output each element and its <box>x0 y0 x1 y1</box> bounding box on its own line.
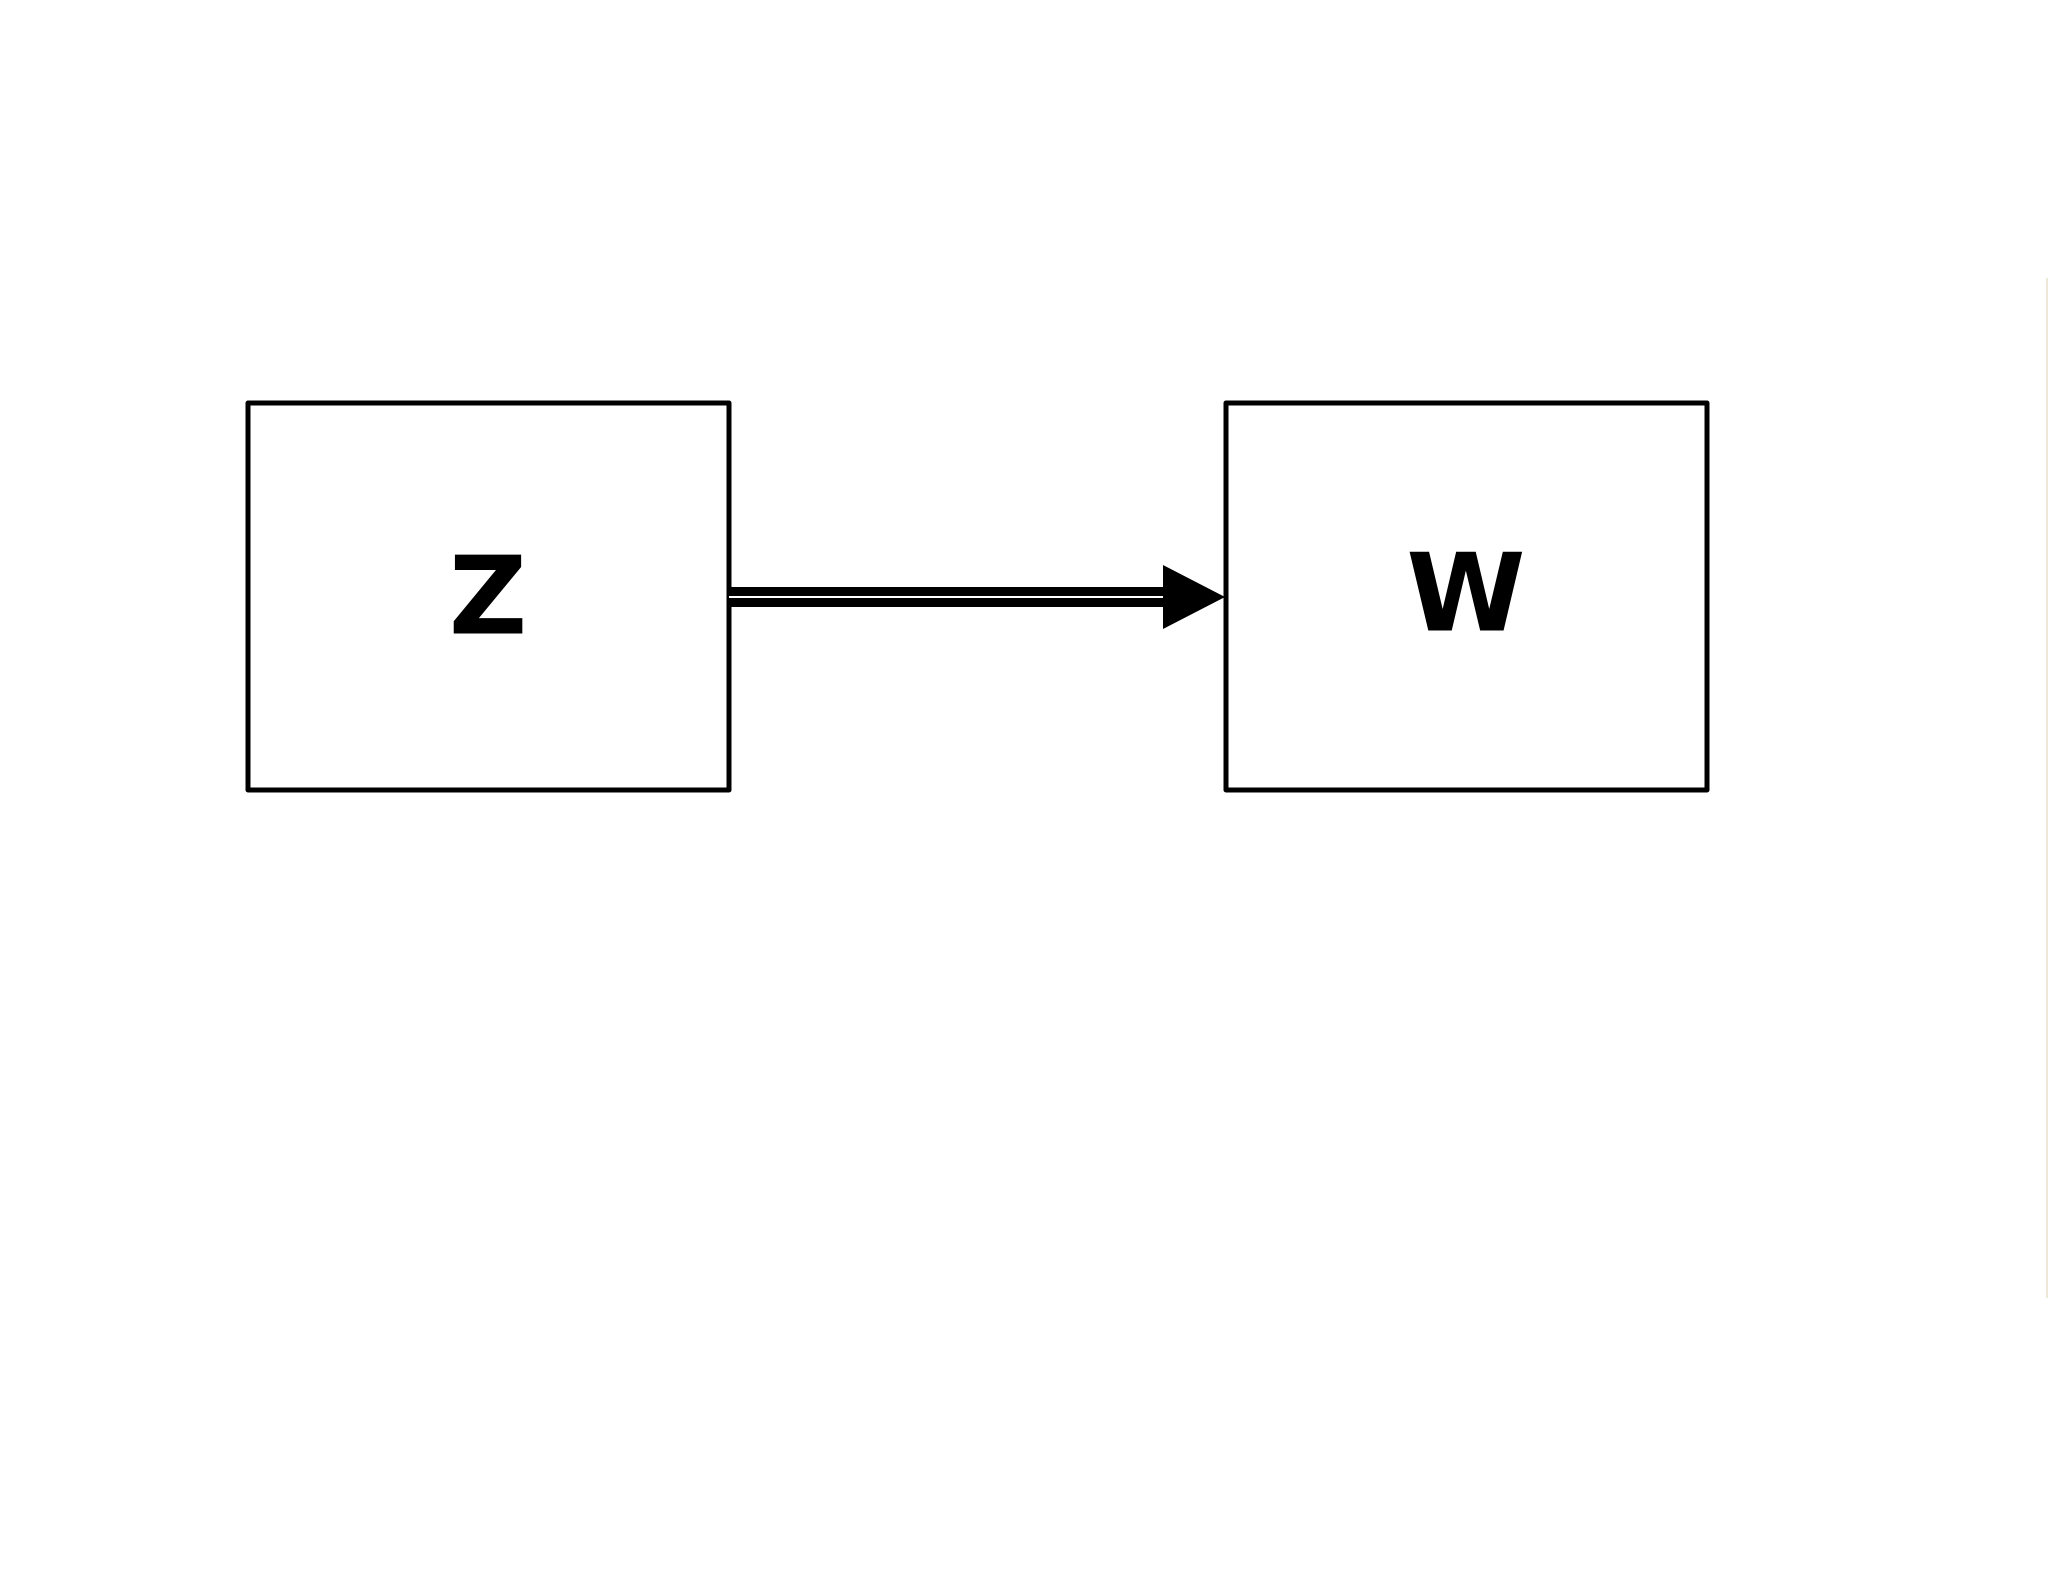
edge-z-to-w <box>729 565 1225 629</box>
arrow-head-icon <box>1163 565 1225 629</box>
page-edge-divider <box>2046 278 2048 1298</box>
node-z-label: Z <box>449 535 527 660</box>
node-z[interactable]: Z <box>245 400 732 793</box>
node-w-box <box>1223 400 1710 793</box>
node-w-label: W <box>1406 532 1525 657</box>
node-w[interactable]: W <box>1223 400 1710 793</box>
node-z-box <box>245 400 732 793</box>
